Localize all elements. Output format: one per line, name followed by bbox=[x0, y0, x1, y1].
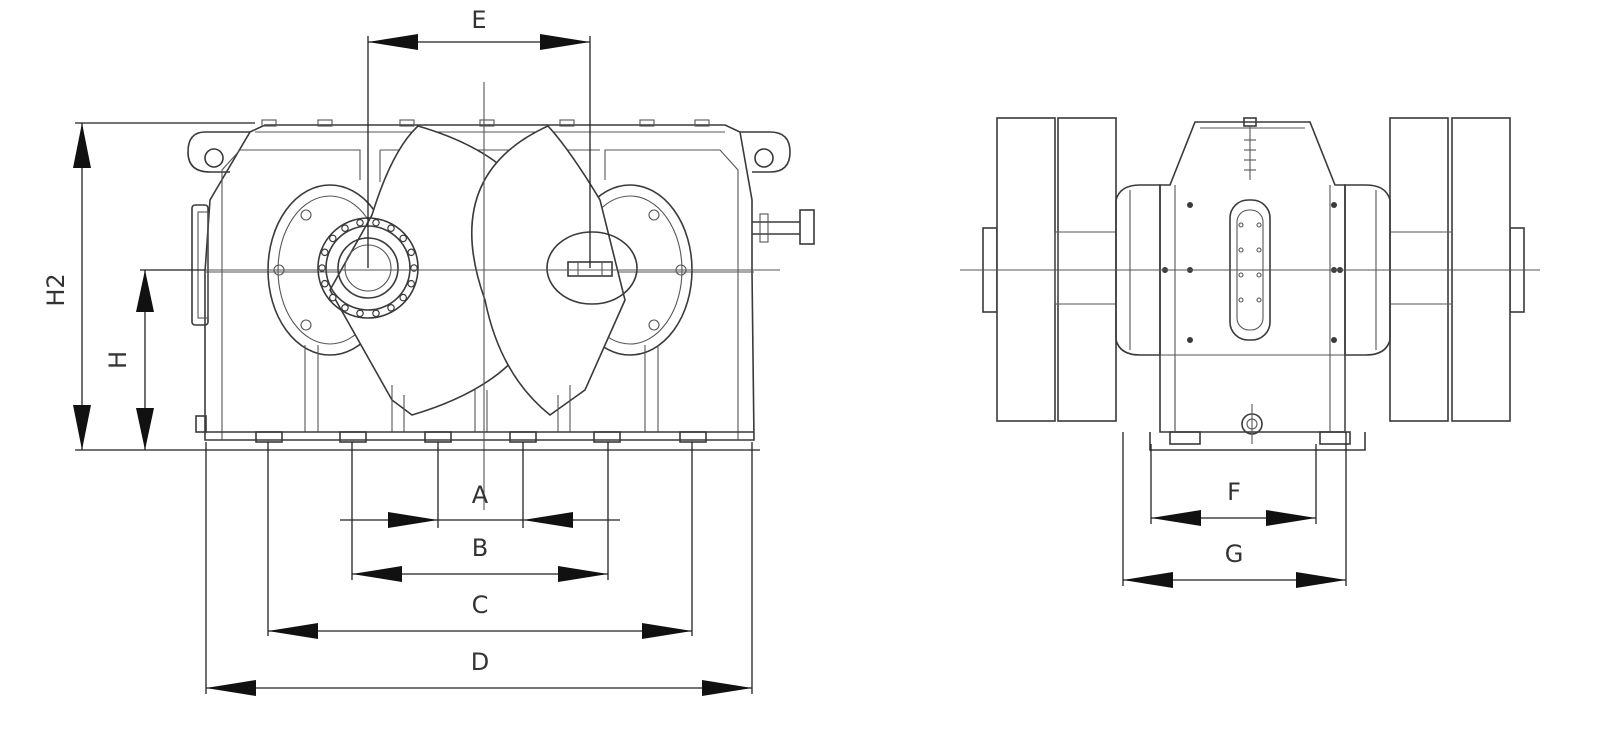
breather-plug bbox=[1243, 117, 1257, 180]
dimension-d: D bbox=[206, 648, 752, 696]
front-dimensions: H2 H E A bbox=[42, 6, 760, 696]
top-bolts bbox=[261, 119, 710, 127]
dimension-c: C bbox=[268, 591, 692, 639]
front-view bbox=[140, 82, 815, 510]
dimension-f: F bbox=[1151, 478, 1316, 526]
side-bolts bbox=[1162, 202, 1343, 343]
flange-bolt bbox=[387, 224, 395, 233]
flange-bolt bbox=[407, 279, 416, 288]
dimension-g: G bbox=[1123, 540, 1346, 588]
dimension-b: B bbox=[352, 534, 608, 582]
flange-bolt bbox=[372, 218, 380, 227]
side-base-feet bbox=[1149, 360, 1366, 451]
side-view bbox=[960, 117, 1540, 451]
flange-bolt bbox=[356, 218, 364, 227]
label-b: B bbox=[472, 534, 488, 562]
flange-bolt bbox=[328, 234, 337, 243]
dimension-a: A bbox=[340, 481, 620, 528]
flange-bolt bbox=[341, 303, 349, 312]
flange-bolt bbox=[399, 293, 408, 302]
flange-bolt bbox=[356, 309, 364, 318]
housing-ribs bbox=[205, 345, 754, 433]
flange-bolt bbox=[407, 248, 416, 257]
label-h2: H2 bbox=[42, 273, 70, 306]
flange-bolt bbox=[320, 248, 329, 257]
flange-bolts bbox=[318, 218, 418, 318]
dimension-e: E bbox=[367, 6, 591, 268]
dimension-h: H bbox=[104, 270, 154, 450]
label-c: C bbox=[472, 591, 489, 619]
lifting-lug-left bbox=[187, 131, 250, 173]
drain-plug bbox=[1241, 404, 1263, 444]
dimension-h2: H2 bbox=[42, 123, 91, 450]
flange-bolt bbox=[399, 234, 408, 243]
label-e: E bbox=[471, 6, 486, 34]
flange-bolt bbox=[320, 279, 329, 288]
mounting-feet bbox=[195, 415, 707, 443]
label-h: H bbox=[104, 351, 132, 369]
flange-bolt bbox=[341, 224, 349, 233]
lifting-lug-right bbox=[740, 131, 791, 173]
label-f: F bbox=[1227, 478, 1241, 506]
flange-bolt bbox=[328, 293, 337, 302]
label-g: G bbox=[1225, 540, 1244, 568]
flange-bolt bbox=[372, 309, 380, 318]
label-a: A bbox=[472, 481, 489, 509]
input-shaft-handle bbox=[752, 209, 815, 245]
side-housing-body bbox=[1159, 121, 1346, 433]
flange-bolt bbox=[387, 303, 395, 312]
side-dimensions: F G bbox=[1122, 432, 1347, 588]
label-d: D bbox=[471, 648, 489, 676]
